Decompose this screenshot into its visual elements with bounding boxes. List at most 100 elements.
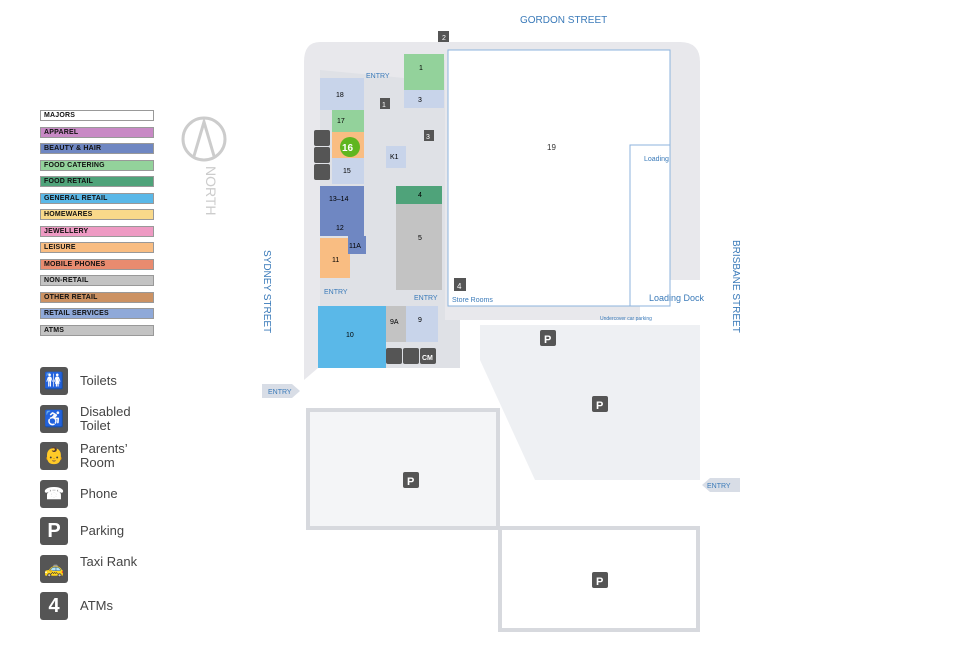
taxi-rank-icon: 🚕	[40, 554, 68, 583]
parking-icon	[592, 396, 608, 412]
category-jewellery: JEWELLERY	[40, 225, 154, 237]
disabled-toilet-icon: ♿	[40, 404, 68, 433]
legend-label: Disabled Toilet	[80, 403, 131, 433]
parking-label: P	[544, 334, 551, 346]
legend-label: Parking	[80, 523, 125, 538]
cm-icon	[420, 348, 436, 364]
shop-5-label: 5	[418, 235, 422, 242]
shop-3[interactable]	[404, 90, 444, 108]
shop-16-label: 16	[342, 143, 354, 154]
toilets-icon	[386, 348, 402, 364]
legend-label: Phone	[80, 485, 118, 501]
shop-11a[interactable]	[348, 236, 366, 254]
category-other-retail: OTHER RETAIL	[40, 291, 154, 303]
atm-1-icon	[380, 98, 390, 109]
category-homewares: HOMEWARES	[40, 209, 154, 220]
shop-9[interactable]	[406, 306, 438, 342]
shop-12-label: 12	[336, 225, 344, 232]
category-atms: ATMS	[40, 324, 154, 336]
category-majors: MAJORS	[40, 110, 154, 121]
shop-1[interactable]	[404, 54, 444, 90]
disabled-toilet-icon	[403, 348, 419, 364]
kiosk-k1-label: K1	[390, 154, 399, 161]
category-retail-services: RETAIL SERVICES	[40, 308, 154, 319]
shop-11[interactable]	[320, 238, 350, 278]
parking-icon: P	[40, 517, 68, 545]
parking-label: P	[407, 476, 414, 488]
shop-9a[interactable]	[386, 306, 406, 342]
entry-arrow-east	[702, 478, 740, 492]
loading-label: Loading	[644, 156, 669, 163]
parking-icon	[592, 572, 608, 588]
parking-label: P	[596, 400, 603, 412]
undercover-parking-label: Undercover car parking	[600, 316, 652, 322]
shop-18[interactable]	[320, 78, 364, 110]
brisbane-street-label: BRISBANE STREET	[730, 240, 741, 333]
shop-11-label: 11	[332, 257, 339, 264]
shop-10-label: 10	[346, 332, 354, 339]
category-apparel: APPAREL	[40, 126, 154, 138]
atm-1-label: 1	[382, 102, 386, 109]
legend-label: Toilets	[80, 373, 117, 388]
shop-13-14-label: 13–14	[329, 196, 349, 203]
atm-3-icon	[424, 130, 434, 141]
kiosk-k1[interactable]	[386, 146, 406, 168]
north-label: NORTH	[203, 166, 219, 216]
shop-5[interactable]	[396, 204, 442, 290]
atm-3-label: 3	[426, 134, 430, 141]
store-rooms-label: Store Rooms	[452, 297, 493, 304]
car-park-east	[480, 325, 700, 480]
north-compass: NORTH	[181, 116, 227, 216]
shop-11a-label: 11A	[349, 243, 361, 250]
car-park-west	[306, 408, 500, 530]
category-food-catering: FOOD CATERING	[40, 159, 154, 171]
shop-4[interactable]	[396, 186, 442, 204]
shop-15-label: 15	[343, 168, 351, 175]
entry-arrow-west-label: ENTRY	[268, 389, 292, 396]
shop-4-label: 4	[418, 192, 422, 199]
parking-label: P	[596, 576, 603, 588]
shop-17[interactable]	[332, 110, 364, 132]
sydney-street-label: SYDNEY STREET	[261, 250, 272, 333]
category-mobile-phones: MOBILE PHONES	[40, 258, 154, 270]
category-food-retail: FOOD RETAIL	[40, 176, 154, 187]
atm-2-icon	[438, 31, 449, 42]
cm-label: CM	[422, 355, 433, 362]
entry-south-label: ENTRY	[414, 295, 438, 302]
shop-10[interactable]	[318, 306, 386, 368]
entry-west-label: ENTRY	[324, 289, 348, 296]
disabled-toilet-icon	[314, 147, 330, 163]
parents-room-icon	[314, 164, 330, 180]
entry-north-label: ENTRY	[366, 73, 390, 80]
parents-room-icon: 👶	[40, 442, 68, 470]
legend-label: ATMs	[80, 598, 113, 613]
atm-icon: 4	[40, 592, 68, 620]
category-non-retail: NON-RETAIL	[40, 275, 154, 286]
toilets-icon	[314, 130, 330, 146]
category-leisure: LEISURE	[40, 242, 154, 253]
entry-arrow-west	[262, 384, 300, 398]
you-are-here-marker	[340, 137, 360, 157]
shop-12[interactable]	[320, 218, 364, 236]
shop-15[interactable]	[332, 158, 364, 184]
atm-2-label: 2	[442, 35, 446, 42]
category-beauty-hair: BEAUTY & HAIR	[40, 143, 154, 154]
shop-17-label: 17	[337, 118, 345, 125]
phone-icon: ☎	[40, 479, 68, 508]
parking-icon	[540, 330, 556, 346]
category-general-retail: GENERAL RETAIL	[40, 192, 154, 204]
atm-4-icon	[454, 278, 466, 291]
loading-dock-label: Loading Dock	[649, 293, 705, 303]
atm-4-label: 4	[457, 282, 462, 291]
shop-18-label: 18	[336, 92, 344, 99]
gordon-street-label: GORDON STREET	[520, 15, 607, 26]
shop-13-14[interactable]	[320, 186, 364, 218]
shop-3-label: 3	[418, 97, 422, 104]
legend-label: Parents’ Room	[80, 441, 128, 470]
shop-9-label: 9	[418, 317, 422, 324]
parking-icon	[403, 472, 419, 488]
shop-1-label: 1	[419, 65, 423, 72]
shop-9a-label: 9A	[390, 319, 399, 326]
car-park-south	[498, 526, 700, 632]
